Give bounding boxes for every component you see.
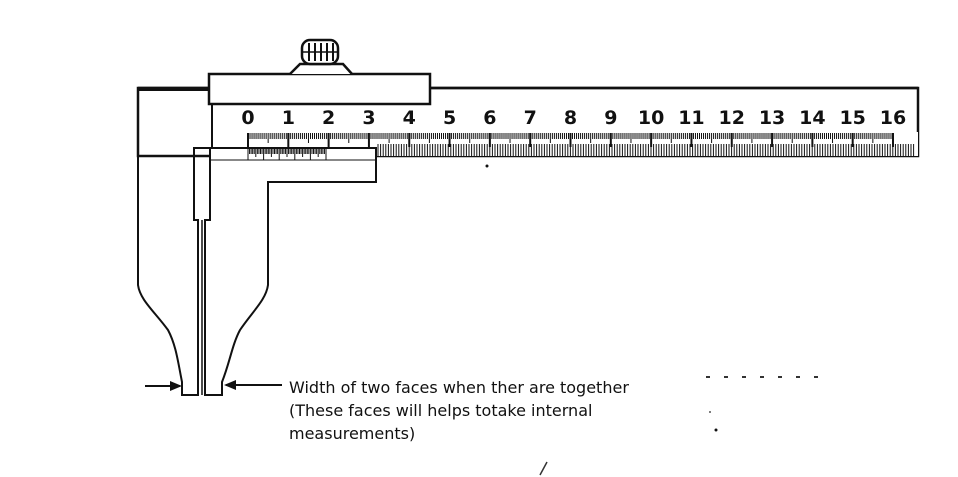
fixed-jaw <box>137 89 213 396</box>
scale-number-13: 13 <box>759 107 785 129</box>
scale-number-15: 15 <box>839 107 865 129</box>
scale-number-3: 3 <box>362 107 375 129</box>
annotation-line-2: (These faces will helps totake internal <box>289 401 593 420</box>
left-arrow <box>145 381 182 391</box>
vernier-scale-ticks <box>247 149 327 160</box>
scale-number-11: 11 <box>678 107 704 129</box>
scale-number-7: 7 <box>524 107 537 129</box>
scale-number-0: 0 <box>241 107 254 129</box>
knurled-screw <box>300 38 340 66</box>
scale-number-16: 16 <box>880 107 906 129</box>
annotation-line-3: measurements) <box>289 424 416 443</box>
main-scale-ticks <box>247 133 915 156</box>
right-arrow <box>224 380 282 390</box>
scale-number-1: 1 <box>282 107 295 129</box>
scale-number-5: 5 <box>443 107 456 129</box>
scale-number-14: 14 <box>799 107 825 129</box>
scale-number-8: 8 <box>564 107 577 129</box>
sliding-jaw <box>204 147 377 396</box>
scale-number-9: 9 <box>604 107 617 129</box>
jaw-annotation: Width of two faces when ther are togethe… <box>289 376 709 445</box>
scale-number-10: 10 <box>638 107 664 129</box>
scale-number-12: 12 <box>719 107 745 129</box>
annotation-line-1: Width of two faces when ther are togethe… <box>289 378 629 397</box>
slider-top-clamp <box>207 72 432 106</box>
scale-number-6: 6 <box>483 107 496 129</box>
scale-number-2: 2 <box>322 107 335 129</box>
scale-number-4: 4 <box>403 107 416 129</box>
